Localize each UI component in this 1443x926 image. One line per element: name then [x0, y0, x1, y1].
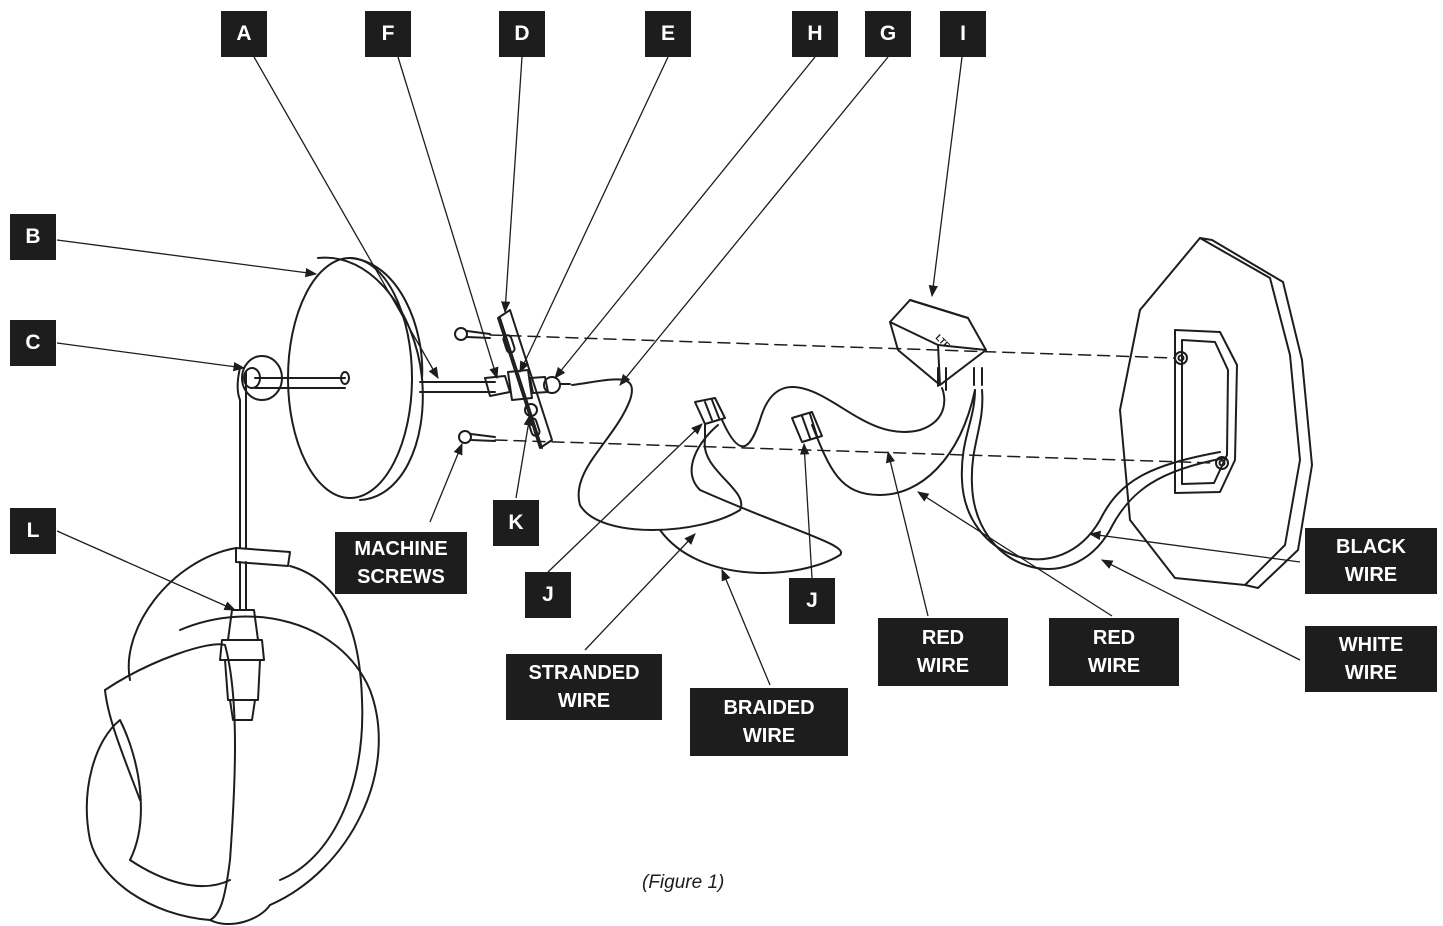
leader-black-wire [1088, 530, 1301, 563]
leader-red-wire-1 [885, 450, 929, 617]
leader-C [56, 342, 246, 372]
leader-G [619, 56, 889, 386]
leader-H [554, 56, 816, 379]
leader-I [928, 56, 963, 298]
callout-B: B [10, 214, 56, 260]
leader-lines [56, 56, 1301, 686]
callout-G: G [865, 11, 911, 57]
label-braided-wire: BRAIDED WIRE [690, 688, 848, 756]
callout-J-right: J [789, 578, 835, 624]
shade-and-socket [85, 547, 380, 925]
callout-J-left: J [525, 572, 571, 618]
wires [571, 378, 1226, 574]
leader-red-wire-2 [917, 491, 1113, 617]
leader-J-right [799, 442, 813, 579]
callout-E: E [645, 11, 691, 57]
label-machine-screws: MACHINE SCREWS [335, 532, 467, 594]
leader-white-wire [1100, 559, 1301, 661]
leader-A [253, 56, 439, 380]
leader-J-left [547, 423, 703, 573]
driver-marking-text: LTF [934, 332, 953, 351]
callout-H: H [792, 11, 838, 57]
machine-screw-upper [454, 327, 491, 341]
leader-D [501, 56, 523, 314]
callout-C: C [10, 320, 56, 366]
leader-machine-screws [429, 442, 463, 523]
label-white-wire: WHITE WIRE [1305, 626, 1437, 692]
support-rod [254, 377, 496, 393]
machine-screw-lower [458, 430, 496, 444]
callout-A: A [221, 11, 267, 57]
callout-I: I [940, 11, 986, 57]
leader-E [519, 56, 669, 374]
callout-L: L [10, 508, 56, 554]
leader-L [56, 530, 237, 611]
label-red-wire-2: RED WIRE [1049, 618, 1179, 686]
leader-K [515, 413, 533, 499]
callout-K: K [493, 500, 539, 546]
label-red-wire-1: RED WIRE [878, 618, 1008, 686]
leader-braided-wire [721, 568, 771, 686]
leader-B [56, 239, 318, 278]
led-driver: LTF [889, 299, 987, 391]
callout-D: D [499, 11, 545, 57]
alignment-lines [489, 334, 1216, 464]
wire-connector-left [694, 397, 726, 425]
figure-caption: (Figure 1) [642, 872, 725, 893]
wall-plate [1119, 237, 1313, 589]
label-stranded-wire: STRANDED WIRE [506, 654, 662, 720]
callout-F: F [365, 11, 411, 57]
leader-F [397, 56, 499, 380]
wire-connector-right [791, 411, 823, 443]
label-black-wire: BLACK WIRE [1305, 528, 1437, 594]
finial-cap [236, 355, 283, 549]
leader-stranded-wire [584, 533, 696, 651]
